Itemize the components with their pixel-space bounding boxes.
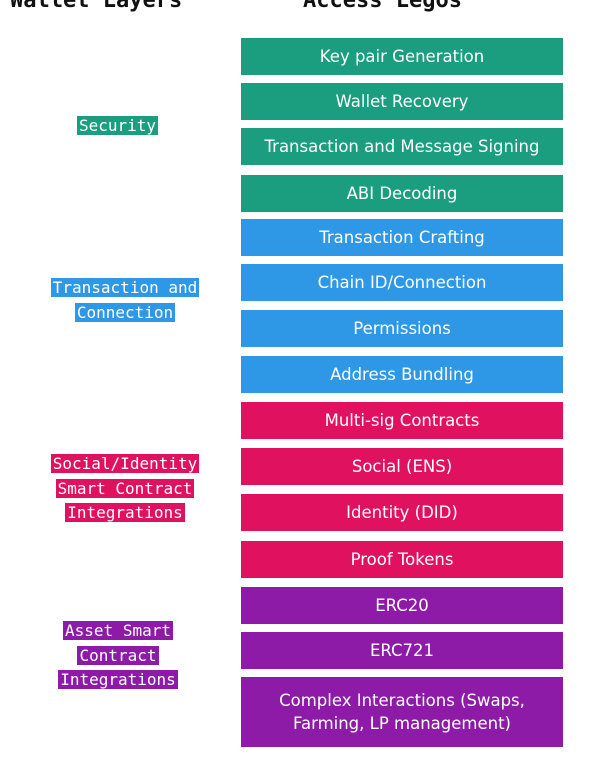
access-legos-title: Access Legos — [303, 0, 462, 13]
lego-identity-did: Identity (DID) — [241, 494, 563, 531]
wallet-layers-title: Wallet Layers — [10, 0, 183, 13]
lego-social-ens: Social (ENS) — [241, 448, 563, 485]
layer-label-line: Social/Identity — [50, 454, 200, 473]
layer-security: Security — [40, 114, 195, 139]
layer-label-line: Connection — [74, 302, 176, 322]
lego-erc20: ERC20 — [241, 587, 563, 624]
layer-label-line: Integrations — [65, 503, 185, 522]
lego-complex-interactions: Complex Interactions (Swaps, Farming, LP… — [241, 677, 563, 747]
lego-multisig-contracts: Multi-sig Contracts — [241, 402, 563, 439]
layer-label-line: Contract — [77, 645, 159, 665]
lego-proof-tokens: Proof Tokens — [241, 541, 563, 578]
layer-label-line: Security — [76, 116, 159, 135]
lego-abi-decoding: ABI Decoding — [241, 175, 563, 212]
lego-transaction-crafting: Transaction Crafting — [241, 219, 563, 256]
layer-label-line: Smart Contract — [55, 478, 195, 498]
lego-transaction-message-signing: Transaction and Message Signing — [241, 128, 563, 165]
layer-label-line: Integrations — [58, 670, 178, 689]
lego-wallet-recovery: Wallet Recovery — [241, 83, 563, 120]
lego-key-pair-generation: Key pair Generation — [241, 38, 563, 75]
layer-label-line: Asset Smart — [63, 621, 173, 640]
lego-permissions: Permissions — [241, 310, 563, 347]
layer-label-line: Transaction and — [50, 278, 200, 297]
lego-chain-id-connection: Chain ID/Connection — [241, 264, 563, 301]
lego-address-bundling: Address Bundling — [241, 356, 563, 393]
lego-erc721: ERC721 — [241, 632, 563, 669]
